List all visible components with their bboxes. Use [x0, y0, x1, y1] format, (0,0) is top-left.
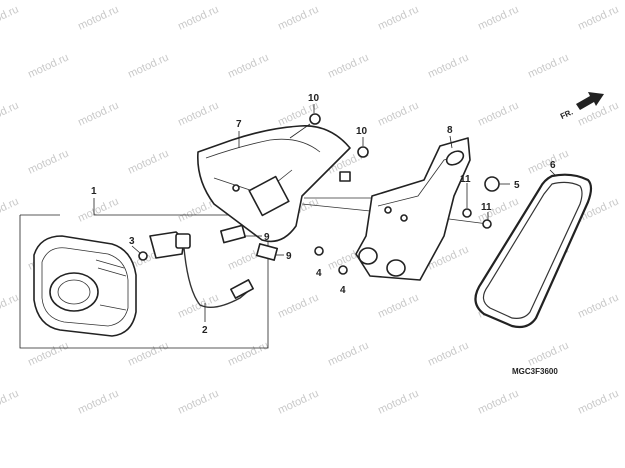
callout-11-lower: 11 [481, 202, 492, 213]
callout-7: 7 [236, 119, 242, 130]
watermark-text: motod.ru [26, 339, 70, 368]
watermark-text: motod.ru [526, 339, 570, 368]
callout-4-lower: 4 [340, 285, 346, 296]
callout-8: 8 [447, 125, 453, 136]
watermark-text: motod.ru [476, 3, 520, 32]
watermark-text: motod.ru [0, 3, 21, 32]
watermark-text: motod.ru [476, 387, 520, 416]
callout-4-upper: 4 [316, 268, 322, 279]
bolt-10-lower [357, 137, 369, 158]
watermark-text: motod.ru [276, 3, 320, 32]
watermark-text: motod.ru [376, 3, 420, 32]
watermark-text: motod.ru [176, 291, 220, 320]
watermark-text: motod.ru [76, 99, 120, 128]
watermark-text: motod.ru [476, 99, 520, 128]
watermark-text: motod.ru [0, 291, 21, 320]
watermark-text: motod.ru [26, 147, 70, 176]
watermark-text: motod.ru [0, 387, 21, 416]
watermark-text: motod.ru [76, 195, 120, 224]
watermark-text: motod.ru [326, 51, 370, 80]
callout-10-upper: 10 [308, 93, 320, 104]
nut-11-left [339, 171, 351, 182]
callout-10-lower: 10 [356, 126, 368, 137]
callout-1: 1 [91, 186, 97, 197]
watermark-text: motod.ru [0, 99, 21, 128]
watermark-text: motod.ru [126, 51, 170, 80]
clip-9-upper [220, 224, 262, 244]
front-direction-arrow [576, 92, 604, 110]
watermark-text: motod.ru [426, 339, 470, 368]
watermark-text: motod.ru [126, 147, 170, 176]
watermark-text: motod.ru [526, 147, 570, 176]
watermark-text: motod.ru [126, 339, 170, 368]
watermark-text: motod.ru [576, 387, 620, 416]
callout-3: 3 [129, 236, 135, 247]
seal-6 [474, 169, 593, 329]
headlight-cover [197, 125, 351, 243]
callout-9-lower: 9 [286, 251, 292, 262]
bolt-10-upper [289, 104, 321, 139]
watermark-text: motod.ru [426, 51, 470, 80]
watermark-text: motod.ru [176, 3, 220, 32]
mounting-stay [355, 135, 471, 281]
callout-11-upper: 11 [460, 174, 471, 185]
watermark-text: motod.ru [376, 99, 420, 128]
watermark-text: motod.ru [326, 339, 370, 368]
watermark-text: motod.ru [76, 387, 120, 416]
watermark-text: motod.ru [76, 3, 120, 32]
grommet-4-upper [314, 246, 324, 256]
callout-labels: 1 2 3 4 4 5 6 7 8 9 9 10 10 11 11 [91, 93, 556, 336]
clip-9-lower [255, 243, 284, 261]
watermark-text: motod.ru [376, 387, 420, 416]
watermark-text: motod.ru [576, 291, 620, 320]
watermark-text: motod.ru [0, 195, 21, 224]
watermark-text: motod.ru [176, 387, 220, 416]
bolt-11-upper [462, 183, 472, 218]
callout-2: 2 [202, 325, 208, 336]
bolt-11-lower [482, 212, 492, 229]
watermark-text: motod.ru [276, 291, 320, 320]
watermark-text: motod.ru [376, 291, 420, 320]
watermark-text: motod.ru [26, 51, 70, 80]
watermark-text: motod.ru [276, 387, 320, 416]
diagram-code: MGC3F3600 [512, 367, 558, 376]
callout-5: 5 [514, 180, 520, 191]
front-marker-label: FR. [559, 107, 574, 121]
watermark-text: motod.ru [526, 51, 570, 80]
callout-6: 6 [550, 160, 556, 171]
callout-9-upper: 9 [264, 232, 270, 243]
watermark-text: motod.ru [176, 99, 220, 128]
watermark-text: motod.ru [226, 51, 270, 80]
watermark-text: motod.ru [576, 3, 620, 32]
grommet-4-lower [338, 265, 348, 275]
headlight-assembly [19, 198, 269, 349]
watermark-text: motod.ru [226, 339, 270, 368]
cap-5 [484, 176, 510, 192]
